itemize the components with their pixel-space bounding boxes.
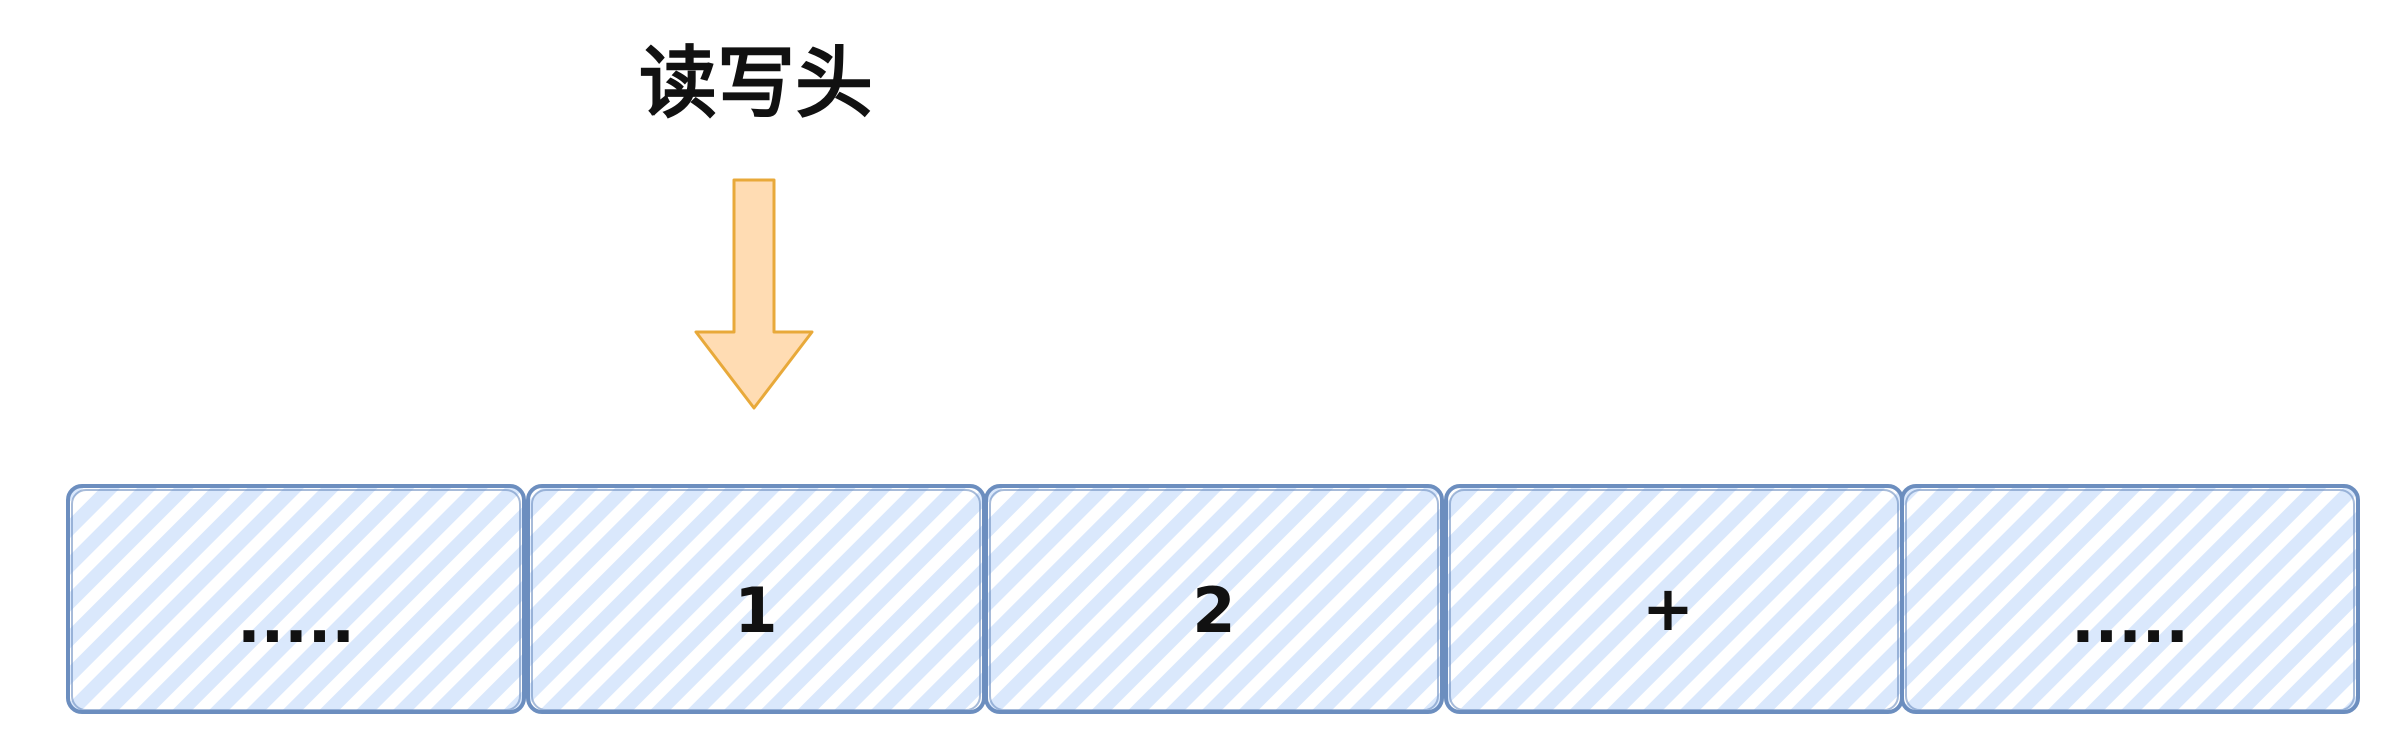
- tape-cell: .....: [1900, 484, 2360, 714]
- tape-cell-label: +: [1642, 572, 1694, 645]
- tape: ..... 1 2 + .....: [66, 484, 2360, 714]
- tape-cell: 1: [526, 484, 986, 714]
- tape-cell-label: 2: [1192, 574, 1235, 647]
- read-write-head-label: 读写头: [639, 39, 873, 129]
- tape-cell-label: .....: [2071, 584, 2189, 657]
- tape-cell: +: [1444, 484, 1904, 714]
- tape-cell: 2: [984, 484, 1444, 714]
- tape-cell-label: .....: [237, 584, 355, 657]
- read-write-head-arrow-icon: [694, 178, 814, 410]
- tape-cell-label: 1: [734, 574, 777, 647]
- tape-cell: .....: [66, 484, 526, 714]
